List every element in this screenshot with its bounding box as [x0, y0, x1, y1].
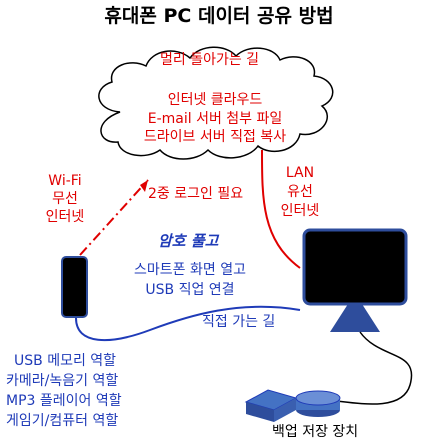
lan-label-1: LAN	[285, 165, 315, 181]
wifi-label-2: 무선	[52, 191, 78, 207]
wifi-arrowhead	[140, 180, 148, 192]
role-game-computer: 게임기/컴퓨터 역할	[6, 413, 119, 429]
role-camera-recorder: 카메라/녹음기 역할	[6, 373, 119, 389]
lan-cable	[261, 149, 301, 269]
cloud-line-3: 드라이브 서버 직접 복사	[143, 129, 287, 145]
page-title: 휴대폰 PC 데이터 공유 방법	[104, 5, 334, 27]
wifi-label-1: Wi-Fi	[48, 173, 82, 189]
backup-disk-icon	[295, 390, 341, 417]
backup-label: 백업 저장 장치	[272, 424, 359, 440]
backup-drive-icon	[244, 389, 298, 422]
cloud-line-1: 인터넷 클라우드	[167, 92, 263, 108]
login-label: 2중 로그인 필요	[148, 186, 244, 202]
lan-label-2: 유선	[287, 184, 313, 200]
cloud-shape	[98, 46, 334, 160]
smartphone-icon	[61, 256, 88, 318]
wifi-connection-line	[79, 179, 149, 256]
security-label: 암호 풀고	[158, 232, 219, 250]
usb-cable	[75, 305, 301, 342]
cloud-top-label: 멀리 돌아가는 길	[160, 52, 260, 68]
usb-connect-line-1: 스마트폰 화면 열고	[134, 262, 246, 278]
role-mp3-player: MP3 플레이어 역할	[6, 393, 122, 409]
lan-label-3: 인터넷	[280, 203, 320, 219]
monitor-icon	[302, 228, 408, 332]
cloud-line-2: E-mail 서버 첨부 파일	[147, 111, 283, 127]
direct-label: 직접 가는 길	[202, 314, 276, 330]
role-usb-memory: USB 메모리 역할	[14, 353, 117, 369]
wifi-label-3: 인터넷	[45, 209, 85, 225]
usb-connect-line-2: USB 직업 연결	[145, 282, 235, 298]
